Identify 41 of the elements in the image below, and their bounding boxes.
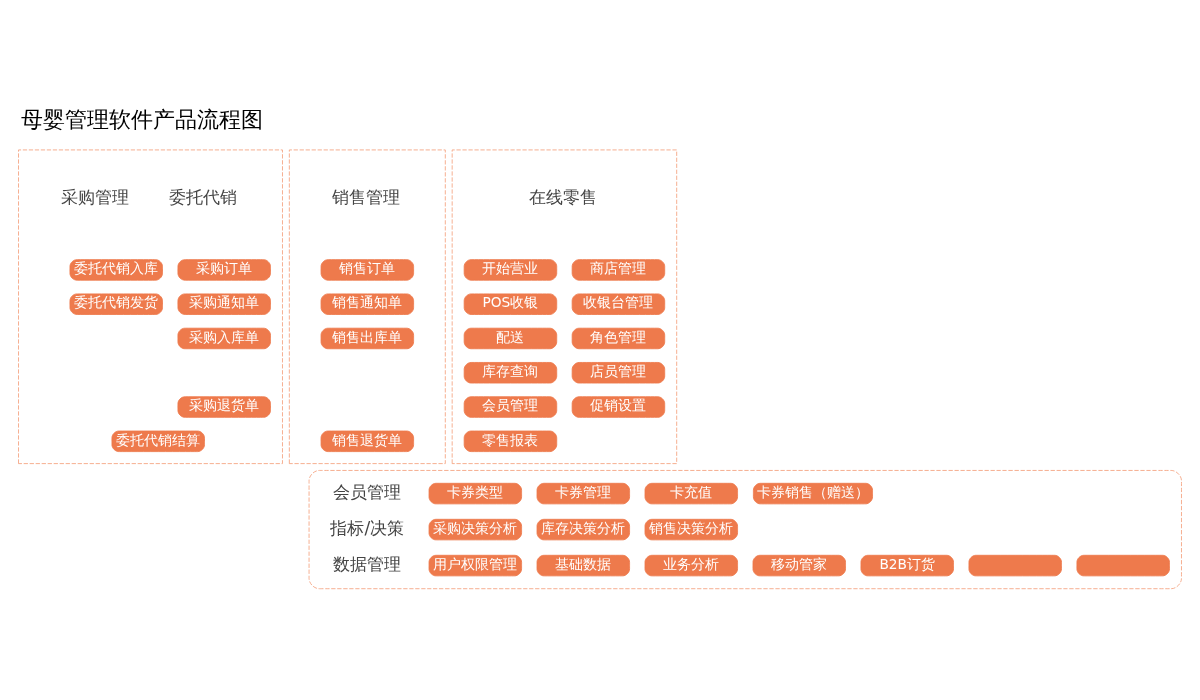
node-box: 销售订单 xyxy=(320,258,415,281)
node-box: 销售决策分析 xyxy=(644,518,738,540)
node-box: 销售通知单 xyxy=(320,293,415,315)
node-box: 卡充值 xyxy=(644,482,738,504)
node-box: 卡券管理 xyxy=(536,482,630,504)
node-box: 基础数据 xyxy=(536,554,630,576)
cluster xyxy=(308,469,1182,589)
node-box: 配送 xyxy=(463,327,558,349)
node-box: POS收银 xyxy=(463,293,558,315)
node-box xyxy=(1076,554,1170,576)
node-box xyxy=(968,554,1062,576)
node-box: 委托代销入库 xyxy=(69,258,163,281)
node-box: 采购入库单 xyxy=(177,327,271,349)
label: 数据管理 xyxy=(333,553,402,574)
node-box: 采购通知单 xyxy=(177,293,271,315)
label: 会员管理 xyxy=(333,481,402,502)
node-box: 库存决策分析 xyxy=(536,518,630,540)
node-box: 采购退货单 xyxy=(177,395,271,418)
node-box: 业务分析 xyxy=(644,554,738,576)
node-box: 角色管理 xyxy=(571,327,666,349)
node-box: 收银台管理 xyxy=(571,293,666,315)
node-box: 库存查询 xyxy=(463,361,558,383)
node-box: 采购订单 xyxy=(177,258,271,281)
node-box: 卡券类型 xyxy=(428,482,522,504)
node-box: 零售报表 xyxy=(463,430,558,452)
node-box: 店员管理 xyxy=(571,361,666,383)
node-box: 用户权限管理 xyxy=(428,554,522,576)
node-box: 销售出库单 xyxy=(320,327,415,349)
label: 指标/决策 xyxy=(330,517,405,538)
node-box: 促销设置 xyxy=(571,395,666,418)
node-box: B2B订货 xyxy=(860,554,954,576)
node-box: 移动管家 xyxy=(752,554,846,576)
node-box: 开始营业 xyxy=(463,258,558,281)
node-box: 会员管理 xyxy=(463,395,558,418)
node-box: 委托代销结算 xyxy=(111,430,205,452)
node-box: 委托代销发货 xyxy=(69,293,163,315)
node-box: 采购决策分析 xyxy=(428,518,522,540)
diagram-title: 母婴管理软件产品流程图 xyxy=(21,105,264,132)
node-box: 商店管理 xyxy=(571,258,666,281)
node-box: 卡券销售（赠送） xyxy=(752,482,873,504)
node-box: 销售退货单 xyxy=(320,430,415,452)
